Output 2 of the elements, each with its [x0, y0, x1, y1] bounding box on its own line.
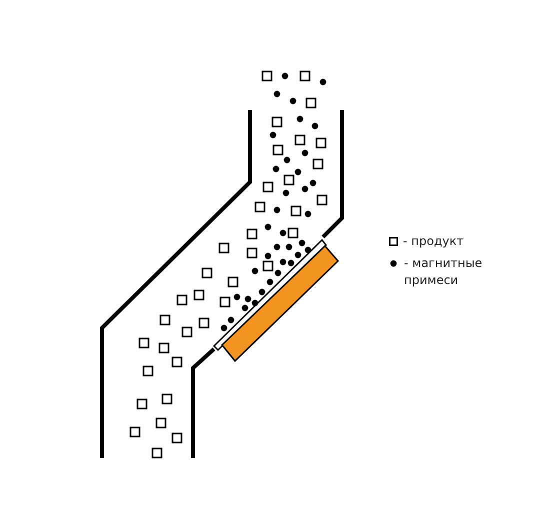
legend-text: - продукт [403, 233, 465, 250]
legend-text: - магнитные примеси [404, 255, 484, 289]
